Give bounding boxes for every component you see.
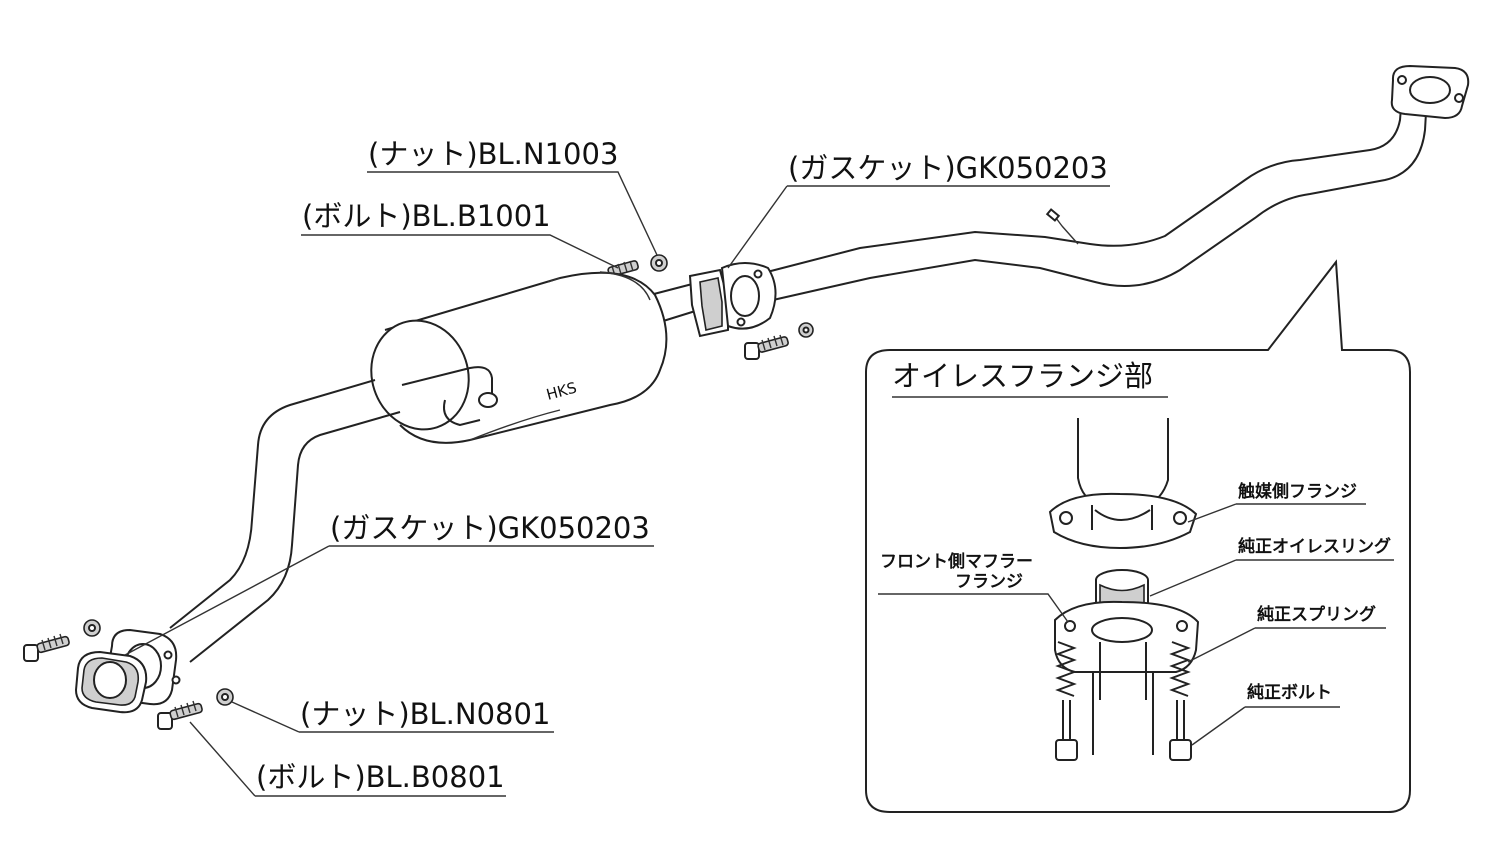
bolt-rear-bottom-icon <box>157 700 203 730</box>
front-muffler-flange-label-1: フロント側マフラー <box>880 551 1033 572</box>
catalyst-flange-label: 触媒側フランジ <box>1237 481 1357 502</box>
bolt-right-icon <box>1169 700 1192 761</box>
nut-mid-icon <box>798 322 814 338</box>
label-nut-top: (ナット)BL.N1003 <box>367 137 658 256</box>
gasket-bottom-label: (ガスケット)GK050203 <box>330 511 650 545</box>
spring-left-icon <box>1055 641 1077 697</box>
rear-flange-joint <box>74 628 181 714</box>
middle-flange-joint <box>649 262 777 338</box>
nut-rear-left-icon <box>83 619 101 637</box>
exhaust-pipe-front <box>766 94 1428 301</box>
oilless-ring-label: 純正オイレスリング <box>1238 536 1391 557</box>
nut-rear-bottom-icon <box>216 688 234 706</box>
muffler-body: HKS <box>370 271 668 444</box>
exhaust-pipe-rear <box>169 379 401 663</box>
front-pipe-flange <box>1390 64 1470 120</box>
bolt-bottom-label: (ボルト)BL.B0801 <box>256 760 505 794</box>
nut-top-icon <box>650 254 668 272</box>
detail-title: オイレスフランジ部 <box>892 359 1153 393</box>
bolt-left-icon <box>1055 700 1078 761</box>
bolt-rear-left-icon <box>23 633 70 662</box>
label-gasket-top: (ガスケット)GK050203 <box>727 151 1110 269</box>
label-gasket-bottom: (ガスケット)GK050203 <box>124 511 654 656</box>
label-bolt-top: (ボルト)BL.B1001 <box>301 199 619 269</box>
label-bolt-bottom: (ボルト)BL.B0801 <box>189 721 506 797</box>
oilless-flange-detail: オイレスフランジ部 <box>865 259 1411 813</box>
spring-right-icon <box>1169 641 1191 697</box>
nut-top-label: (ナット)BL.N1003 <box>368 137 618 171</box>
front-muffler-flange-label-2: フランジ <box>955 572 1023 592</box>
bolt-label: 純正ボルト <box>1247 682 1332 703</box>
nut-bottom-label: (ナット)BL.N0801 <box>300 697 550 731</box>
label-nut-bottom: (ナット)BL.N0801 <box>231 697 554 733</box>
bolt-top-label: (ボルト)BL.B1001 <box>302 199 551 233</box>
bolt-mid-icon <box>744 334 789 360</box>
gasket-top-label: (ガスケット)GK050203 <box>788 151 1108 185</box>
spring-label: 純正スプリング <box>1257 604 1376 625</box>
